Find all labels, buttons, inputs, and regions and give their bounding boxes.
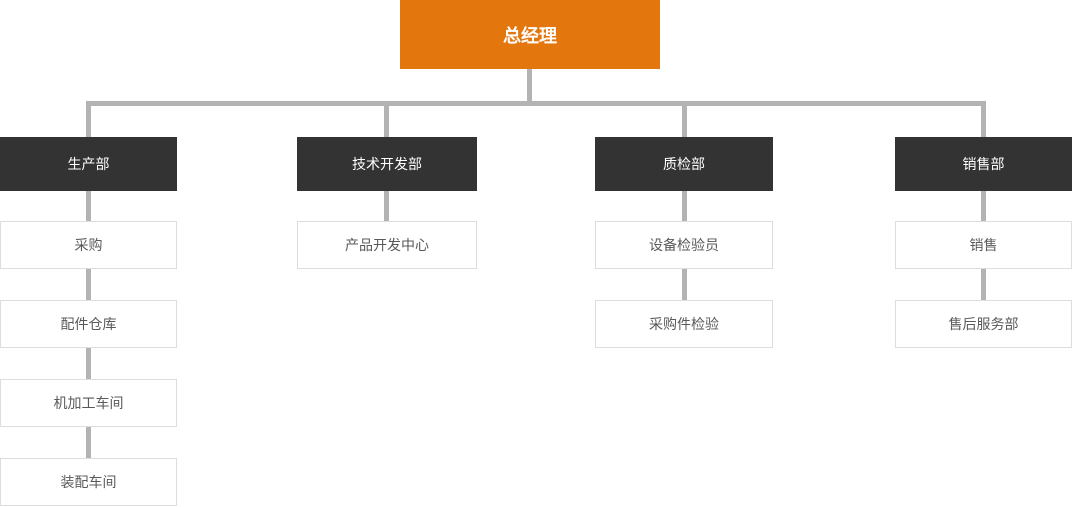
org-node-purchasing[interactable]: 采购 <box>0 221 177 269</box>
org-node-equipment-inspector[interactable]: 设备检验员 <box>595 221 773 269</box>
org-node-production-dept[interactable]: 生产部 <box>0 137 177 191</box>
connector-tech-development-product-dev <box>384 191 389 221</box>
connector-horizontal-rail <box>86 101 986 106</box>
org-node-label: 总经理 <box>503 25 557 46</box>
org-node-label: 机加工车间 <box>53 395 124 411</box>
connector-sales-dept-sales <box>981 191 986 221</box>
org-node-parts-warehouse[interactable]: 配件仓库 <box>0 300 177 348</box>
org-node-tech-development-dept[interactable]: 技术开发部 <box>297 137 477 191</box>
connector-drop-tech-development <box>384 106 389 137</box>
org-node-label: 配件仓库 <box>60 316 117 332</box>
org-node-label: 质检部 <box>663 156 705 172</box>
connector-quality-equipment-inspector <box>682 191 687 221</box>
org-node-label: 生产部 <box>67 156 110 172</box>
connector-parts-warehouse-machining <box>86 348 91 379</box>
org-node-assembly-workshop[interactable]: 装配车间 <box>0 458 177 506</box>
org-node-label: 设备检验员 <box>649 237 719 253</box>
org-node-after-sales-service[interactable]: 售后服务部 <box>895 300 1072 348</box>
org-node-machining-workshop[interactable]: 机加工车间 <box>0 379 177 427</box>
org-node-label: 产品开发中心 <box>345 237 429 253</box>
connector-production-purchasing <box>86 191 91 221</box>
org-node-quality-inspection-dept[interactable]: 质检部 <box>595 137 773 191</box>
org-node-label: 销售 <box>969 237 998 253</box>
connector-root-stem <box>527 69 532 101</box>
org-node-product-dev-center[interactable]: 产品开发中心 <box>297 221 477 269</box>
org-node-general-manager[interactable]: 总经理 <box>400 0 660 69</box>
org-node-label: 采购件检验 <box>649 316 719 332</box>
connector-drop-quality-inspection <box>682 106 687 137</box>
org-node-label: 销售部 <box>962 156 1005 172</box>
connector-sales-after-sales <box>981 269 986 300</box>
org-node-purchased-parts-inspection[interactable]: 采购件检验 <box>595 300 773 348</box>
org-node-label: 技术开发部 <box>352 156 422 172</box>
connector-drop-sales-dept <box>981 106 986 137</box>
org-node-sales-dept[interactable]: 销售部 <box>895 137 1072 191</box>
connector-drop-production <box>86 106 91 137</box>
org-node-label: 装配车间 <box>60 474 117 490</box>
org-node-sales[interactable]: 销售 <box>895 221 1072 269</box>
org-node-label: 采购 <box>74 237 103 253</box>
org-node-label: 售后服务部 <box>948 316 1019 332</box>
connector-machining-assembly <box>86 427 91 458</box>
connector-equipment-inspector-purchased-parts <box>682 269 687 300</box>
connector-purchasing-parts-warehouse <box>86 269 91 300</box>
